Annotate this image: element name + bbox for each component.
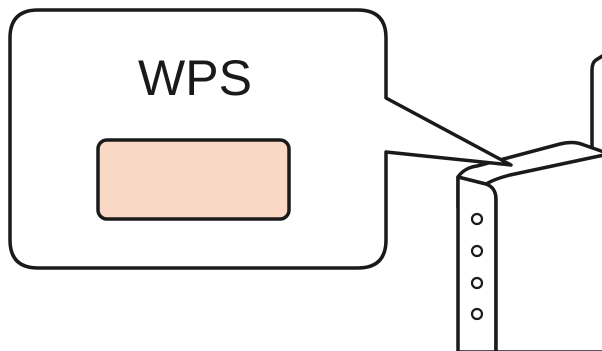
router-light-1 xyxy=(470,212,484,226)
router-light-2 xyxy=(470,244,484,258)
router-indicator-lights xyxy=(470,212,484,321)
router-light-3 xyxy=(470,276,484,290)
router-side-face xyxy=(484,153,602,351)
wps-label: WPS xyxy=(138,50,252,106)
wps-button-icon xyxy=(96,138,291,221)
router-front-face xyxy=(456,175,498,351)
wireless-router-icon xyxy=(456,54,602,351)
router-antenna xyxy=(590,54,602,154)
router-light-4 xyxy=(470,307,484,321)
